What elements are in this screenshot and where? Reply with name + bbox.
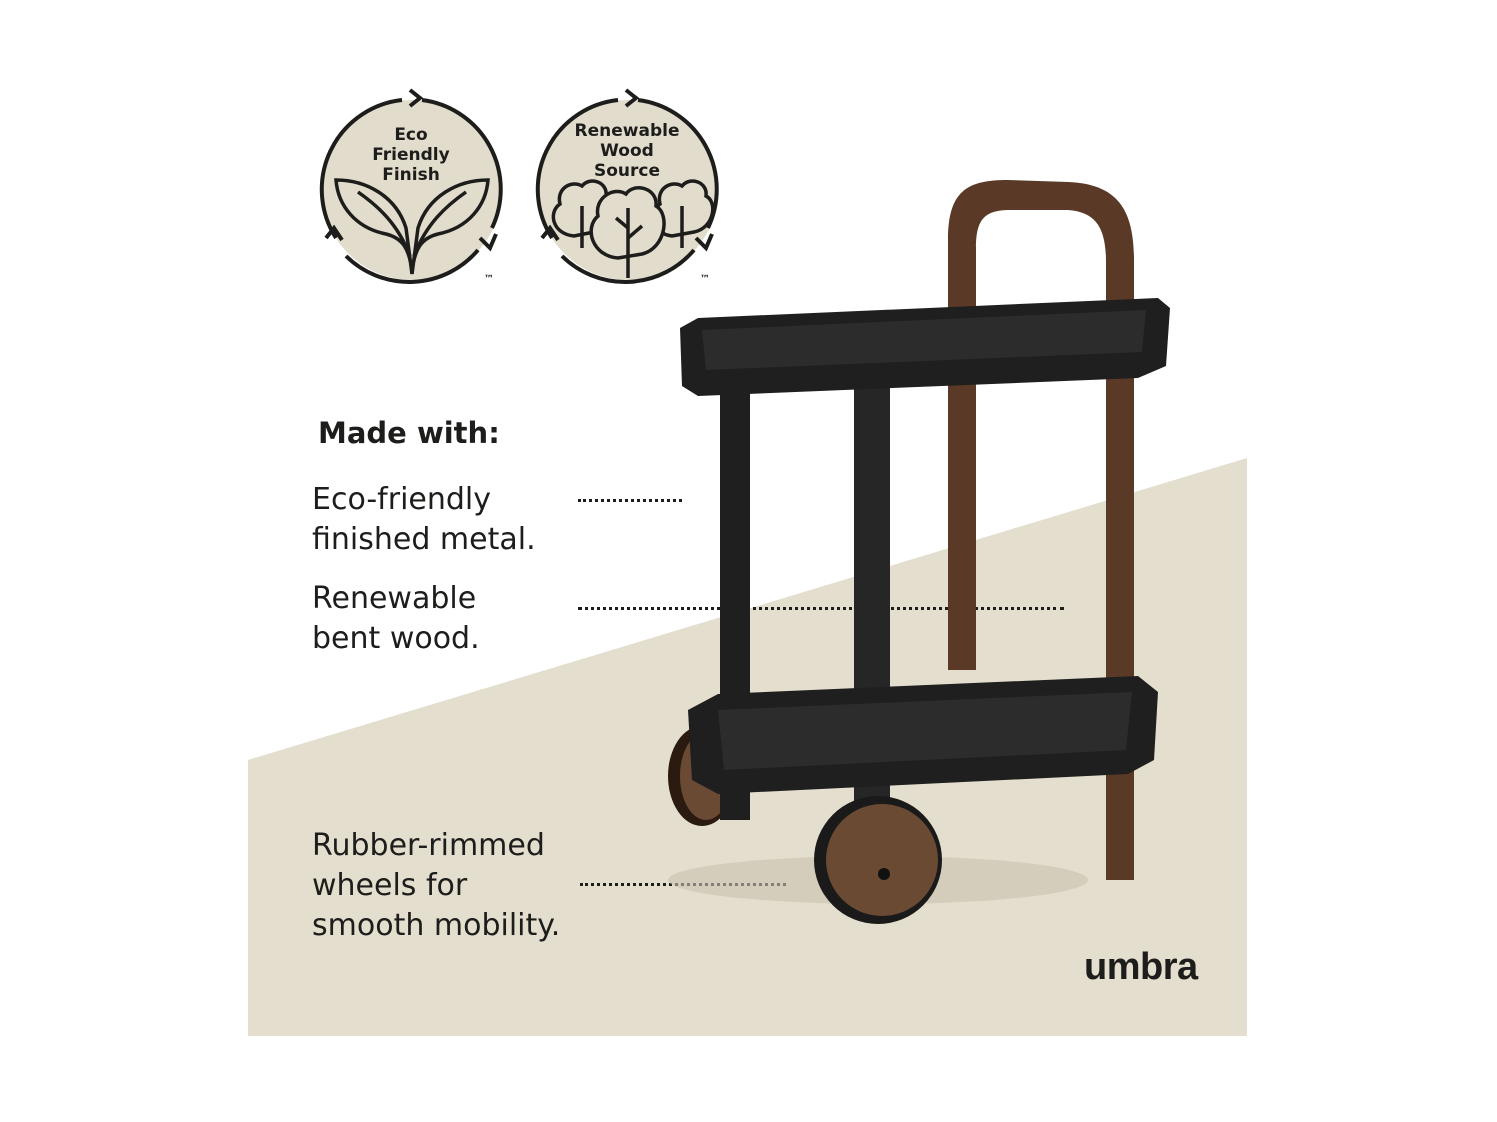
bar-cart-illustration xyxy=(668,180,1170,924)
umbra-logo: umbra xyxy=(1084,946,1198,988)
product-image: Eco Friendly Finish ™ Renewable Wood xyxy=(248,0,1247,1036)
leaf-icon xyxy=(334,178,490,275)
feature-wood: Renewable bent wood. xyxy=(312,581,480,656)
feature-wheels: Rubber-rimmed wheels for smooth mobility… xyxy=(312,828,561,943)
leader-line-wood xyxy=(578,607,1064,610)
badge-label: Renewable Wood Source xyxy=(574,121,680,181)
trees-icon xyxy=(551,179,715,278)
made-with-heading: Made with: xyxy=(318,416,500,450)
eco-friendly-finish-badge: Eco Friendly Finish ™ xyxy=(306,88,516,298)
trademark-mark: ™ xyxy=(700,274,710,285)
renewable-wood-source-badge: Renewable Wood Source ™ xyxy=(522,88,732,298)
trademark-mark: ™ xyxy=(484,274,494,285)
feature-metal: Eco-friendly finished metal. xyxy=(312,482,536,557)
badge-label: Eco Friendly Finish xyxy=(372,125,450,185)
leader-line-metal xyxy=(578,499,682,502)
